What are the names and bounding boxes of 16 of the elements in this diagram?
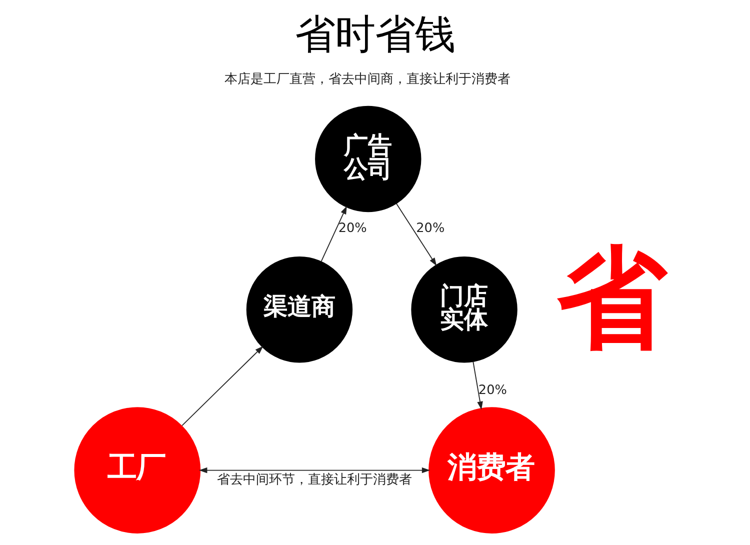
edge-label: 20% [416,220,445,236]
diagram-title: 省时省钱 [295,12,455,58]
node-circle: 工厂 [74,407,201,534]
arrow [198,467,430,474]
edge-label: 省去中间环节，直接让利于消费者 [217,472,412,488]
node-circle: 广告公司 [315,106,422,212]
edge-label: 20% [338,220,367,236]
arrow [182,346,264,426]
label: 省 [557,234,668,362]
node-circle: 渠道商 [246,256,353,363]
arrow [396,203,437,266]
edge-label: 20% [478,383,507,398]
arrow [320,206,347,262]
node-circle: 消费者 [428,407,555,534]
label: 本店是工厂直营，省去中间商，直接让利于消费者 [224,72,510,88]
arrow [472,361,483,410]
